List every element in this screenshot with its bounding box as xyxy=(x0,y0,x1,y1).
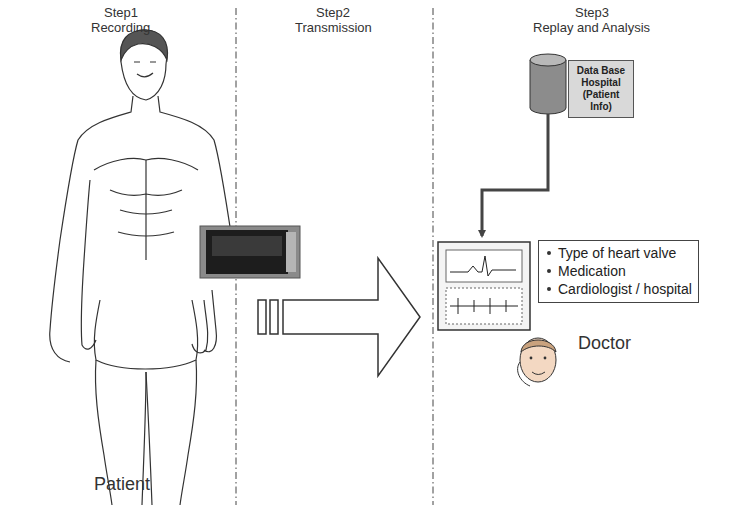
data-link xyxy=(482,114,548,236)
step-heading: Step1 xyxy=(104,5,138,20)
bullet xyxy=(547,287,551,291)
separator-line xyxy=(433,8,434,505)
step-heading: Transmission xyxy=(295,20,372,35)
info-list-box: Type of heart valveMedicationCardiologis… xyxy=(538,240,699,303)
info-item: Cardiologist / hospital xyxy=(558,280,692,298)
database-label: Data Base Hospital (Patient Info) xyxy=(572,65,630,113)
monitor xyxy=(438,242,530,330)
info-item: Type of heart valve xyxy=(558,244,676,262)
step-heading: Step3 xyxy=(575,5,609,20)
step-heading: Step2 xyxy=(316,5,350,20)
figure-label: Patient xyxy=(94,474,150,495)
step-heading: Recording xyxy=(91,20,150,35)
recorder-device xyxy=(200,226,300,278)
step-heading: Replay and Analysis xyxy=(533,20,650,35)
transmission-arrow xyxy=(258,258,420,376)
bullet-row: Cardiologist / hospital xyxy=(545,280,692,298)
info-item: Medication xyxy=(558,262,626,280)
figure-label: Doctor xyxy=(578,333,631,354)
doctor-figure xyxy=(518,338,556,386)
bullet-row: Medication xyxy=(545,262,692,280)
database-label-box: Data Base Hospital (Patient Info) xyxy=(568,60,634,118)
database-cylinder xyxy=(530,54,566,114)
bullet xyxy=(547,251,551,255)
bullet xyxy=(547,269,551,273)
bullet-row: Type of heart valve xyxy=(545,244,692,262)
